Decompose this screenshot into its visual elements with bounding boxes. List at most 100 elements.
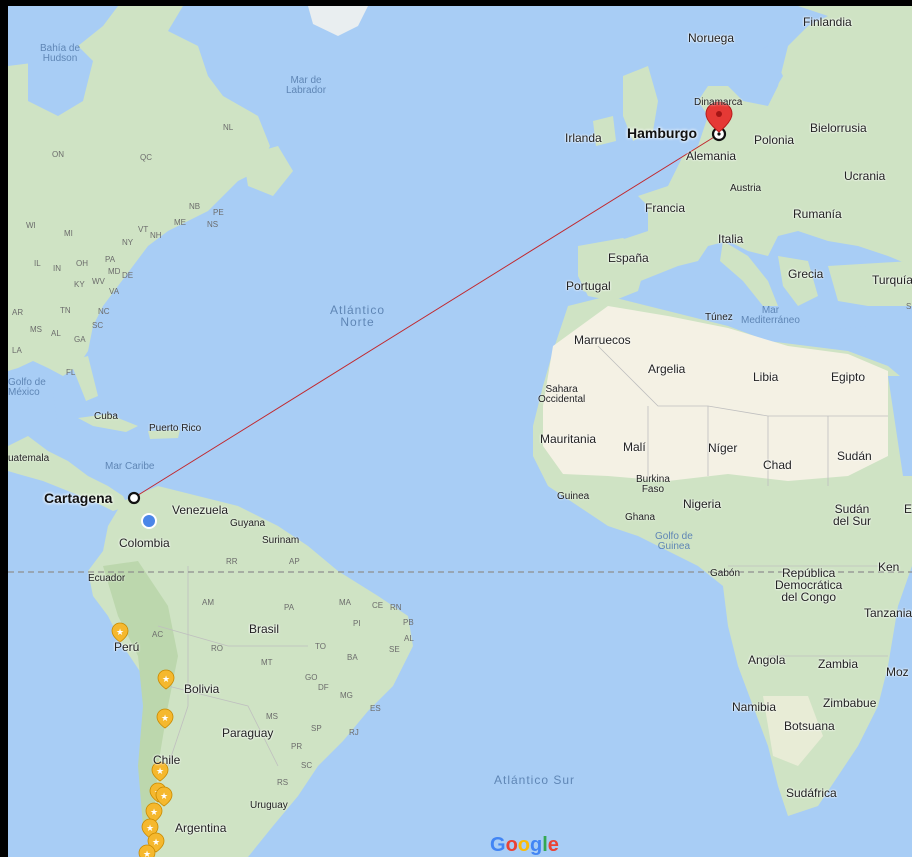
ucrania-label: Ucrania — [844, 169, 886, 183]
state-label: RJ — [349, 728, 359, 737]
state-label: RS — [277, 778, 289, 787]
state-label: WV — [92, 277, 105, 286]
austria-label: Austria — [730, 183, 762, 194]
svg-text:★: ★ — [156, 766, 164, 776]
state-label: CE — [372, 601, 384, 610]
mozambique-label: Moz — [886, 665, 909, 679]
libia-label: Libia — [753, 370, 779, 384]
britain-shape — [623, 66, 658, 141]
state-label: TO — [315, 642, 326, 651]
finlandia-label: Finlandia — [803, 15, 852, 29]
state-label: QC — [140, 153, 152, 162]
paraguay-label: Paraguay — [222, 726, 274, 740]
mali-label: Malí — [623, 440, 646, 454]
logo-letter: G — [490, 834, 506, 856]
kalahari-shade — [763, 696, 823, 766]
brasil-label: Brasil — [249, 622, 280, 636]
iberia-shape — [578, 238, 648, 301]
guyana-label: Guyana — [230, 518, 266, 529]
rumania-label: Rumanía — [793, 207, 842, 221]
state-label: MG — [340, 691, 353, 700]
zambia-label: Zambia — [818, 657, 859, 671]
svg-text:★: ★ — [162, 674, 170, 684]
state-label: PR — [291, 742, 303, 751]
florida-shape — [70, 356, 98, 401]
state-label: AL — [404, 634, 414, 643]
cuba-shape — [78, 414, 138, 432]
sahara-desert — [543, 306, 888, 481]
google-logo: Google — [490, 834, 559, 857]
state-label: DF — [318, 683, 329, 692]
argelia-label: Argelia — [648, 362, 686, 376]
niger-label: Níger — [708, 441, 738, 455]
gulf-mexico-water — [18, 386, 58, 436]
portugal-label: Portugal — [566, 279, 611, 293]
state-label: AP — [289, 557, 300, 566]
state-label: SC — [92, 321, 104, 330]
map-canvas[interactable]: ★ ★ ★ ★ ★ ★ ★ ★ ★ ★ — [8, 6, 912, 857]
cartagena-label: Cartagena — [44, 490, 113, 506]
andes-shade — [103, 561, 178, 826]
ecuador-label: Ecuador — [88, 573, 126, 584]
greenland-shape — [308, 6, 368, 36]
map-view[interactable]: ★ ★ ★ ★ ★ ★ ★ ★ ★ ★ Cartagena Hamburgo A… — [8, 6, 912, 857]
hudson-bay-water — [28, 36, 93, 116]
svg-text:★: ★ — [150, 807, 158, 817]
bolivia-label: Bolivia — [184, 682, 220, 696]
state-label: KY — [74, 280, 85, 289]
chad-label: Chad — [763, 458, 792, 472]
state-label: DE — [122, 271, 134, 280]
star-markers: ★ ★ ★ ★ ★ ★ ★ ★ ★ ★ — [111, 622, 175, 857]
south-america-shape — [88, 486, 413, 857]
dinamarca-label: Dinamarca — [694, 97, 743, 108]
state-label: ME — [174, 218, 186, 227]
logo-letter: e — [547, 834, 559, 856]
europe-shape — [568, 6, 912, 296]
logo-letter: o — [517, 834, 530, 856]
mauritania-label: Mauritania — [540, 432, 597, 446]
hamburgo-label: Hamburgo — [627, 125, 697, 141]
logo-letter: l — [542, 834, 548, 856]
country-borders — [157, 345, 888, 767]
sudafrica-label: Sudáfrica — [786, 786, 837, 800]
grecia-label: Grecia — [788, 267, 824, 281]
svg-text:★: ★ — [161, 713, 169, 723]
state-label: VT — [138, 225, 149, 234]
caribbean-label: Mar Caribe — [105, 461, 155, 472]
state-label: RR — [226, 557, 238, 566]
cuba-label: Cuba — [94, 411, 118, 422]
state-label: PI — [353, 619, 361, 628]
state-label: RO — [211, 644, 223, 653]
state-label: OH — [76, 259, 88, 268]
svg-text:★: ★ — [152, 837, 160, 847]
namibia-label: Namibia — [732, 700, 777, 714]
state-label: SC — [301, 761, 313, 770]
state-label: RN — [390, 603, 402, 612]
uruguay-label: Uruguay — [250, 800, 288, 811]
state-label: WI — [26, 221, 36, 230]
greece-shape — [778, 256, 818, 306]
polonia-label: Polonia — [754, 133, 795, 147]
surinam-label: Surinam — [262, 535, 300, 546]
state-label: MI — [64, 229, 73, 238]
central-america-shape — [8, 436, 128, 511]
bielorrusia-label: Bielorrusia — [810, 121, 867, 135]
state-label: MS — [30, 325, 42, 334]
botsuana-label: Botsuana — [784, 719, 835, 733]
guatemala-label: uatemala — [8, 453, 50, 464]
tanzania-label: Tanzania — [864, 606, 912, 620]
kenia-label: Ken — [878, 560, 900, 574]
chile-label: Chile — [153, 753, 181, 767]
etiopia-label: Et — [904, 502, 912, 516]
turquia-label: Turquía — [872, 273, 912, 287]
svg-text:★: ★ — [160, 791, 168, 801]
state-label: AC — [152, 630, 164, 639]
state-label: PA — [284, 603, 295, 612]
state-label: VA — [109, 287, 120, 296]
